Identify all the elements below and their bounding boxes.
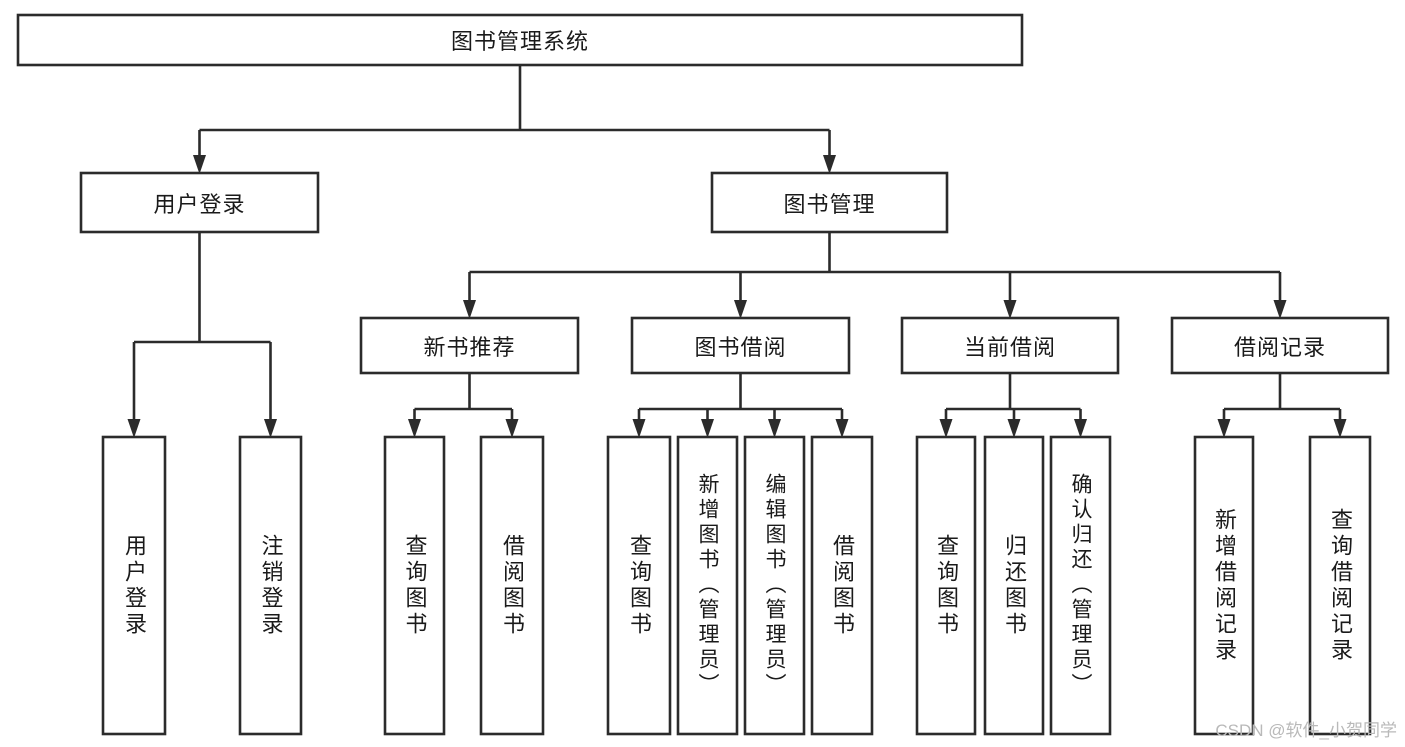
node-box-leaf-query-borrow-record[interactable] [1308, 435, 1372, 736]
node-box-leaf-borrow-book-2[interactable] [810, 435, 874, 736]
arrow-head-leaf-logout [264, 419, 277, 438]
arrow-head-book-manage [823, 155, 836, 174]
arrow-head-new-book-recommend [463, 300, 476, 319]
node-box-leaf-add-book[interactable] [676, 435, 739, 736]
arrow-head-borrow-record [1273, 300, 1287, 319]
node-box-book-manage[interactable] [710, 171, 949, 234]
node-box-leaf-logout[interactable] [238, 435, 303, 736]
arrow-head-book-borrow [734, 300, 747, 319]
edges-layer [127, 65, 1347, 438]
arrow-head-leaf-borrow-book-1 [505, 419, 519, 438]
node-box-leaf-query-book-3[interactable] [915, 435, 977, 736]
arrow-head-leaf-user-login [127, 419, 141, 438]
arrow-head-user-login [193, 155, 206, 174]
arrow-head-leaf-query-book-3 [939, 419, 953, 438]
node-box-borrow-record[interactable] [1170, 316, 1390, 375]
arrow-head-current-borrow [1003, 300, 1017, 319]
arrow-head-leaf-add-borrow-record [1217, 419, 1231, 438]
arrow-head-leaf-confirm-return [1074, 419, 1087, 438]
arrow-head-leaf-add-book [701, 419, 714, 438]
csdn-watermark: CSDN @软件_小贺同学 [1215, 721, 1397, 740]
node-box-book-borrow[interactable] [630, 316, 851, 375]
boxes-layer [16, 13, 1390, 736]
node-box-current-borrow[interactable] [900, 316, 1120, 375]
node-box-leaf-user-login[interactable] [101, 435, 167, 736]
node-box-leaf-borrow-book-1[interactable] [479, 435, 545, 736]
arrow-head-leaf-return-book [1007, 419, 1021, 438]
node-box-leaf-confirm-return[interactable] [1049, 435, 1112, 736]
node-box-user-login[interactable] [79, 171, 320, 234]
arrow-head-leaf-query-book-1 [408, 419, 421, 438]
arrow-head-leaf-query-book-2 [632, 419, 646, 438]
node-box-leaf-query-book-1[interactable] [383, 435, 446, 736]
node-box-leaf-add-borrow-record[interactable] [1193, 435, 1255, 736]
node-box-root[interactable] [16, 13, 1024, 67]
node-box-leaf-edit-book[interactable] [743, 435, 806, 736]
node-box-leaf-return-book[interactable] [983, 435, 1045, 736]
arrow-head-leaf-borrow-book-2 [835, 419, 849, 438]
arrow-head-leaf-edit-book [768, 419, 781, 438]
node-box-leaf-query-book-2[interactable] [606, 435, 672, 736]
arrow-head-leaf-query-borrow-record [1333, 419, 1347, 438]
node-box-new-book-recommend[interactable] [359, 316, 580, 375]
